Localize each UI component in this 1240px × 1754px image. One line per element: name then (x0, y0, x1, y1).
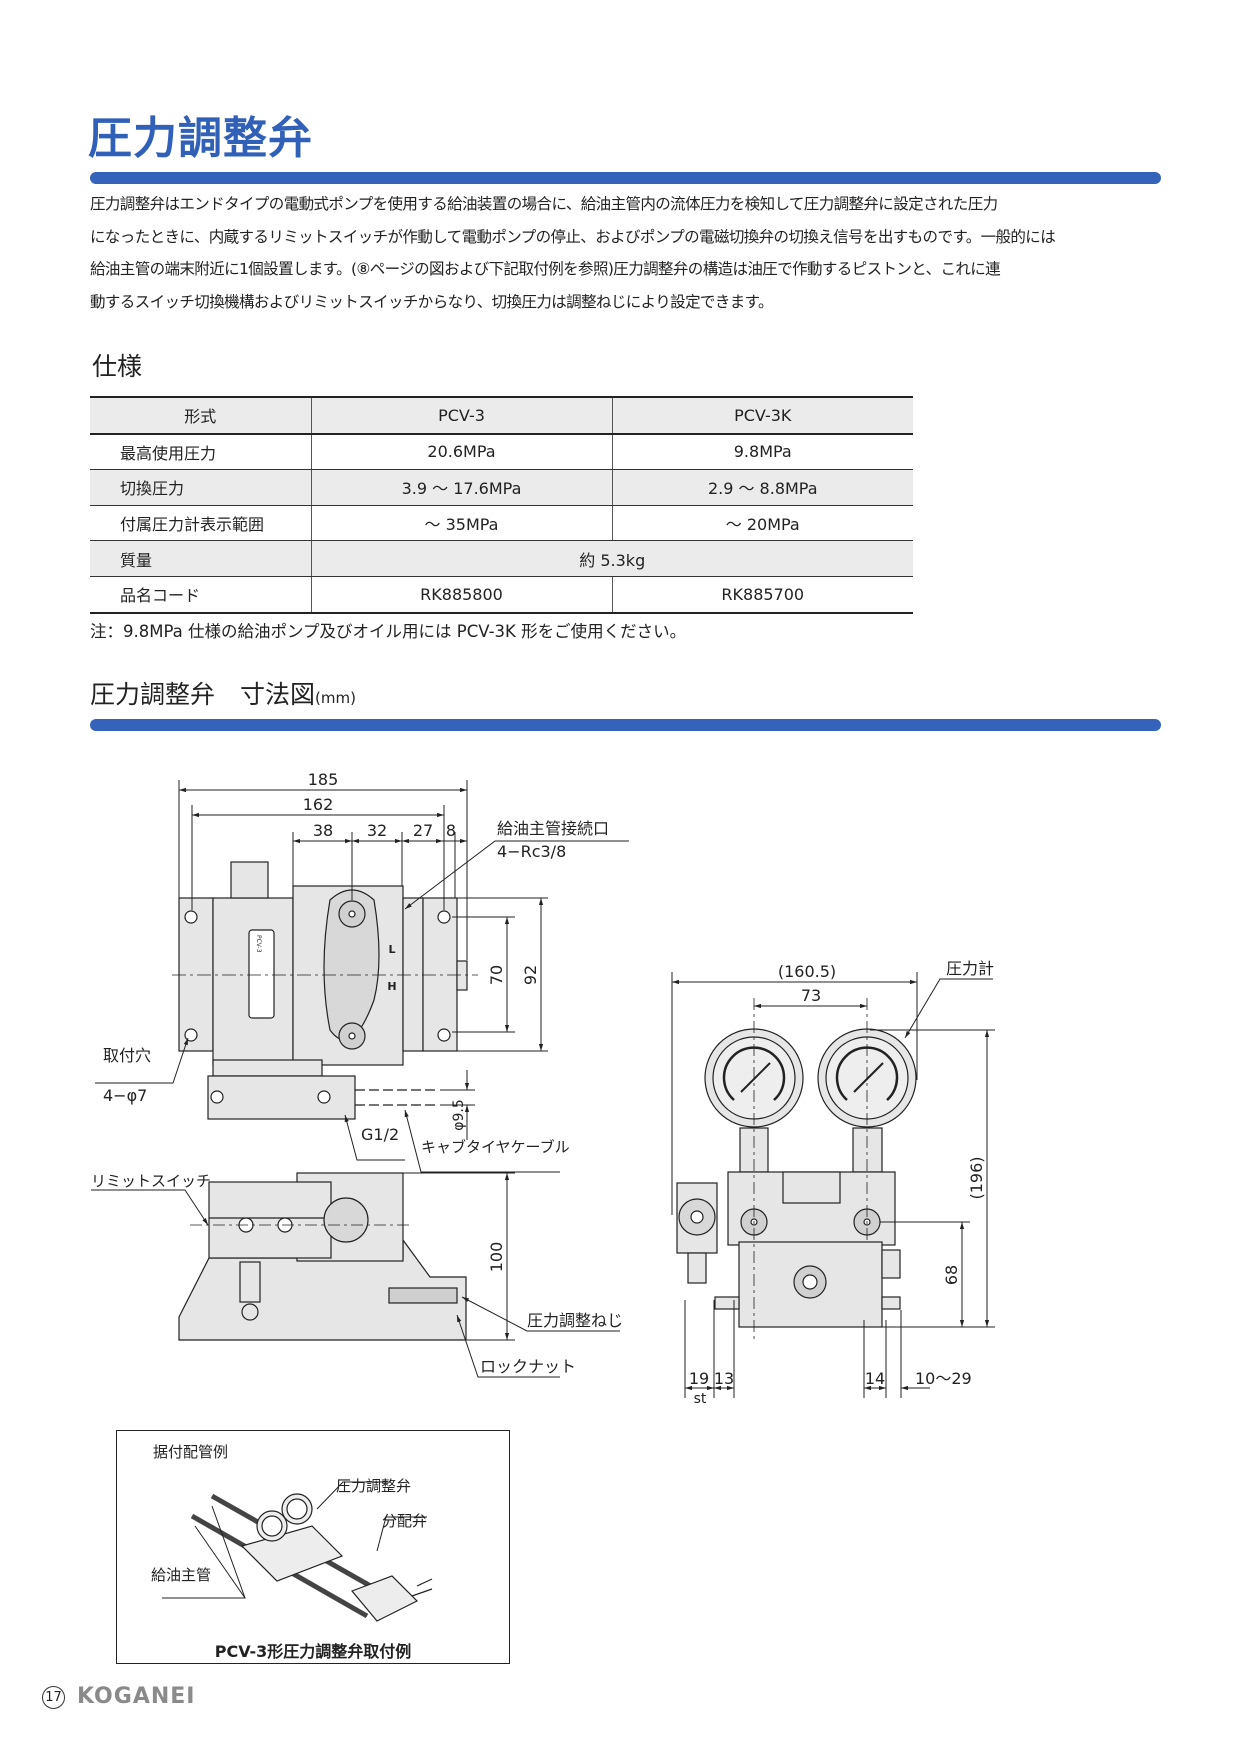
dim-10-29: 10～29 (915, 1369, 972, 1388)
header-cell: 形式 (90, 396, 311, 435)
table-row: 切換圧力 3.9 ～ 17.6MPa 2.9 ～ 8.8MPa (90, 469, 913, 506)
intro-line: になったときに、内蔵するリミットスイッチが作動して電動ポンプの停止、およびポンプ… (90, 227, 1056, 246)
dimension-heading: 圧力調整弁 寸法図(mm) (90, 680, 356, 713)
table-cell: RK885700 (611, 576, 913, 614)
dimension-divider (90, 719, 1161, 731)
hole-label: 取付穴 (103, 1046, 151, 1065)
header-cell: PCV-3K (611, 396, 913, 435)
table-cell: 20.6MPa (310, 433, 612, 471)
table-row: 付属圧力計表示範囲 ～ 35MPa ～ 20MPa (90, 505, 913, 542)
installation-illustration (162, 1481, 433, 1622)
page-title: 圧力調整弁 (88, 113, 313, 164)
intro-line: 給油主管の端末附近に1個設置します。(⑧ページの図および下記取付例を参照)圧力調… (90, 260, 1001, 278)
cable-label: キャブタイヤケーブル (421, 1138, 570, 1156)
side-view (178, 1172, 467, 1341)
row-label: 最高使用圧力 (90, 433, 311, 471)
dir-l-label: L (388, 943, 395, 956)
dim-38: 38 (313, 821, 333, 840)
brand-logo: KOGANEI (77, 1684, 196, 1709)
top-view-dimensions (95, 780, 629, 1173)
dim-68: 68 (942, 1265, 961, 1285)
dim-70: 70 (487, 965, 506, 985)
dim-32: 32 (367, 821, 387, 840)
dim-13: 13 (714, 1369, 734, 1388)
dim-162: 162 (303, 795, 334, 814)
dim-8: 8 (446, 821, 456, 840)
dim-st: st (694, 1391, 707, 1407)
row-label: 切換圧力 (90, 469, 311, 506)
table-cell: 9.8MPa (611, 433, 913, 471)
top-view-labels: 185 162 38 32 27 8 70 92 φ9.5 給油主管接続口 4−… (103, 770, 609, 1156)
table-cell: 約 5.3kg (310, 540, 913, 577)
installation-example-box: 据付配管例 圧力調整弁 分配弁 給油主管 PCV-3形圧力調整弁取付例 (116, 1430, 510, 1664)
port-spec: 4−Rc3/8 (497, 842, 566, 861)
intro-paragraph: 圧力調整弁はエンドタイプの電動式ポンプを使用する給油装置の場合に、給油主管内の流… (90, 188, 1165, 318)
unit-label: (mm) (315, 689, 356, 707)
dimension-heading-text: 圧力調整弁 寸法図 (90, 680, 316, 709)
table-cell: RK885800 (310, 576, 612, 614)
side-view-dimensions (91, 1172, 620, 1378)
table-row: 最高使用圧力 20.6MPa 9.8MPa (90, 433, 913, 471)
table-row: 質量 約 5.3kg (90, 540, 913, 577)
spec-note: 注：9.8MPa 仕様の給油ポンプ及びオイル用には PCV-3K 形をご使用くだ… (90, 622, 687, 641)
table-header-row: 形式 PCV-3 PCV-3K (90, 396, 913, 435)
intro-line: 圧力調整弁はエンドタイプの電動式ポンプを使用する給油装置の場合に、給油主管内の流… (90, 195, 998, 213)
dim-100: 100 (487, 1242, 506, 1273)
top-view (172, 861, 478, 1120)
header-cell: PCV-3 (310, 396, 612, 435)
main-pipe-label: 給油主管 (151, 1566, 212, 1584)
front-view-dimensions (671, 972, 995, 1398)
dir-h-label: H (387, 980, 396, 993)
switch-label: リミットスイッチ (91, 1172, 211, 1190)
side-view-labels: 100 リミットスイッチ 圧力調整ねじ ロックナット (91, 1172, 623, 1376)
table-cell: ～ 20MPa (611, 505, 913, 542)
row-label: 質量 (90, 540, 311, 577)
dim-185: 185 (308, 770, 339, 789)
front-view-labels: (160.5) 73 (196) 68 19 13 st 14 10～29 圧力… (689, 959, 994, 1407)
distributor-label: 分配弁 (382, 1512, 428, 1530)
table-row: 品名コード RK885800 RK885700 (90, 576, 913, 614)
row-label: 付属圧力計表示範囲 (90, 505, 311, 542)
valve-label: 圧力調整弁 (336, 1477, 412, 1495)
example-heading: 据付配管例 (153, 1443, 229, 1461)
intro-line: 動するスイッチ切換機構およびリミットスイッチからなり、切換圧力は調整ねじにより設… (90, 292, 774, 311)
port-label: 給油主管接続口 (497, 819, 609, 838)
dim-92: 92 (521, 965, 540, 985)
front-view (676, 1028, 917, 1328)
example-caption: PCV-3形圧力調整弁取付例 (214, 1642, 412, 1661)
nut-label: ロックナット (480, 1357, 576, 1376)
dim-14: 14 (865, 1369, 885, 1388)
dim-27: 27 (413, 821, 433, 840)
dim-73: 73 (801, 986, 821, 1005)
table-cell: ～ 35MPa (310, 505, 612, 542)
spec-heading: 仕様 (92, 352, 143, 381)
dim-19: 19 (689, 1369, 709, 1388)
dim-196: (196) (967, 1156, 986, 1199)
screw-label: 圧力調整ねじ (527, 1311, 623, 1330)
table-cell: 3.9 ～ 17.6MPa (310, 469, 612, 506)
hole-spec: 4−φ7 (103, 1086, 147, 1105)
g-thread-label: G1/2 (361, 1125, 399, 1144)
row-label: 品名コード (90, 576, 311, 614)
dim-160-5: (160.5) (778, 962, 836, 981)
page-number: 17 (42, 1686, 65, 1709)
spec-table: 形式 PCV-3 PCV-3K 最高使用圧力 20.6MPa 9.8MPa 切換… (90, 396, 913, 614)
title-divider (90, 172, 1161, 184)
gauge-label: 圧力計 (946, 959, 994, 978)
table-cell: 2.9 ～ 8.8MPa (611, 469, 913, 506)
plate-text: PCV-3 (255, 935, 262, 953)
dim-phi9-5: φ9.5 (451, 1099, 467, 1131)
